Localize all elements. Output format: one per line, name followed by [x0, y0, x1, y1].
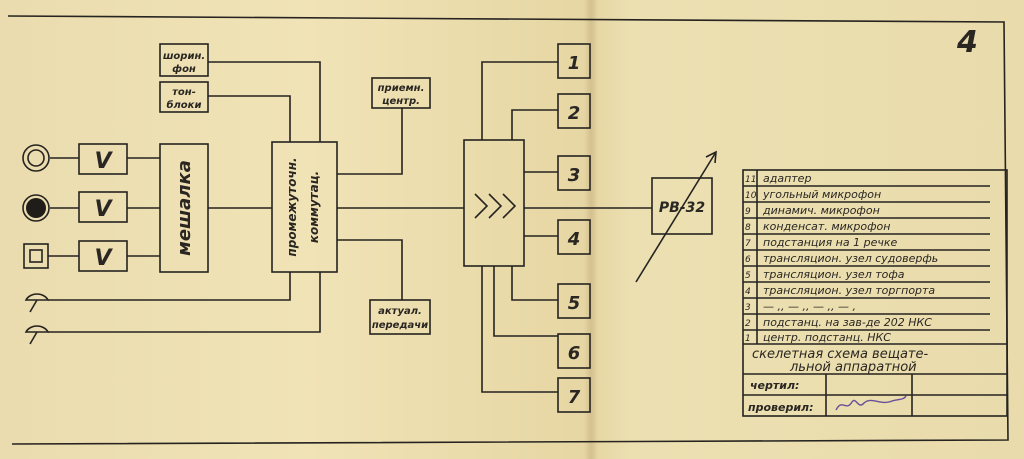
mixer-label: мешалка: [174, 160, 195, 256]
svg-text:2: 2: [568, 103, 581, 124]
main-amplifier-block: [463, 139, 525, 267]
legend-text: конденсат. микрофон: [763, 220, 890, 233]
shumofon-box: шорин. фон: [159, 43, 209, 77]
output-line-7: [481, 266, 558, 393]
mic1-line: [48, 272, 291, 301]
svg-text:6: 6: [568, 343, 581, 364]
page-number: 4: [956, 25, 978, 60]
output-box-2: 2: [557, 93, 591, 129]
legend-text: трансляцион. узел тофа: [763, 268, 905, 281]
legend-table: [742, 169, 1008, 417]
svg-text:фон: фон: [172, 63, 196, 75]
output-line-6: [493, 266, 558, 337]
svg-text:1: 1: [568, 53, 581, 74]
frame-border: [7, 15, 1009, 445]
input-square-icon: [23, 243, 49, 269]
output-box-3: 3: [557, 155, 591, 191]
signature-image: [835, 395, 907, 411]
legend-text: трансляцион. узел торгпорта: [763, 284, 935, 297]
legend-num: 9: [745, 207, 751, 217]
svg-text:4: 4: [567, 229, 581, 250]
output-box-6: 6: [557, 333, 591, 369]
legend-num: 5: [745, 271, 751, 281]
legend-text: подстанция на 1 речке: [763, 236, 897, 249]
legend-text: — ‚‚ — ‚‚ — ‚‚ — ‚: [763, 300, 856, 313]
input-circle-filled-icon: [22, 194, 50, 222]
svg-text:V: V: [94, 149, 113, 174]
legend-num: 4: [745, 287, 751, 297]
mic2-line: [48, 272, 321, 333]
actual-transmission-box: актуал. передачи: [369, 299, 431, 335]
svg-text:промежуточн.: промежуточн.: [285, 157, 299, 256]
svg-text:передачи: передачи: [372, 320, 428, 331]
output-box-1: 1: [557, 43, 591, 79]
legend-text: подстанц. на зав-де 202 НКС: [763, 316, 932, 329]
commutator-block: промежуточн. коммутац.: [271, 141, 338, 273]
amplifier-box-1: V: [78, 143, 128, 175]
legend-num: 3: [745, 303, 751, 313]
receive-center-box: приемн. центр.: [371, 77, 431, 109]
drawn-by-label: чертил:: [750, 379, 799, 392]
svg-text:центр.: центр.: [382, 96, 420, 107]
output-box-7: 7: [557, 377, 591, 413]
legend-text: динамич. микрофон: [762, 204, 880, 217]
legend-num: 1: [745, 334, 751, 344]
legend-num: 2: [745, 319, 751, 329]
tonblok-box: тон- блоки: [159, 81, 209, 113]
svg-text:актуал.: актуал.: [378, 306, 422, 317]
variable-arrow-icon: [635, 150, 717, 283]
output-line-1: [481, 61, 558, 140]
legend-num: 6: [745, 255, 751, 265]
legend-text: центр. подстанц. НКС: [763, 331, 891, 344]
svg-text:V: V: [94, 246, 113, 271]
legend-num: 8: [745, 223, 751, 233]
output-box-4: 4: [557, 219, 591, 255]
receive-center-line: [337, 108, 403, 175]
svg-text:блоки: блоки: [167, 99, 202, 111]
microphone-icon-2: [24, 325, 50, 345]
legend-rows: 11 адаптер 10 угольный микрофон 9 динами…: [745, 172, 938, 344]
svg-text:5: 5: [568, 293, 581, 314]
checked-by-label: проверил:: [748, 401, 814, 414]
legend-text: угольный микрофон: [762, 188, 881, 201]
output-line-5: [511, 266, 558, 301]
legend-num: 7: [745, 239, 751, 249]
svg-text:V: V: [94, 197, 113, 222]
actual-transmission-line: [337, 239, 403, 300]
legend-text: трансляцион. узел судоверфь: [763, 252, 938, 265]
legend-num: 11: [745, 175, 756, 185]
input-circle-open-icon: [22, 144, 50, 172]
tonblok-line: [208, 95, 291, 142]
diagram-title-line1: скелетная схема вещате-: [752, 347, 928, 362]
svg-text:7: 7: [568, 387, 581, 408]
legend-num: 10: [745, 191, 757, 201]
microphone-icon-1: [24, 293, 50, 313]
amplifier-box-3: V: [78, 240, 128, 272]
svg-text:шорин.: шорин.: [163, 51, 205, 62]
diagram-title-line2: льной аппаратной: [789, 360, 917, 375]
amplifier-box-2: V: [78, 191, 128, 223]
legend-text: адаптер: [763, 172, 811, 185]
paper-fold: [584, 0, 598, 459]
mixer-block: мешалка: [159, 143, 209, 273]
svg-text:3: 3: [568, 165, 581, 186]
shumofon-line: [208, 61, 321, 142]
output-box-5: 5: [557, 283, 591, 319]
svg-text:приемн.: приемн.: [378, 83, 425, 94]
svg-text:коммутац.: коммутац.: [307, 171, 321, 243]
svg-text:тон-: тон-: [172, 87, 196, 98]
output-line-2: [511, 109, 558, 140]
